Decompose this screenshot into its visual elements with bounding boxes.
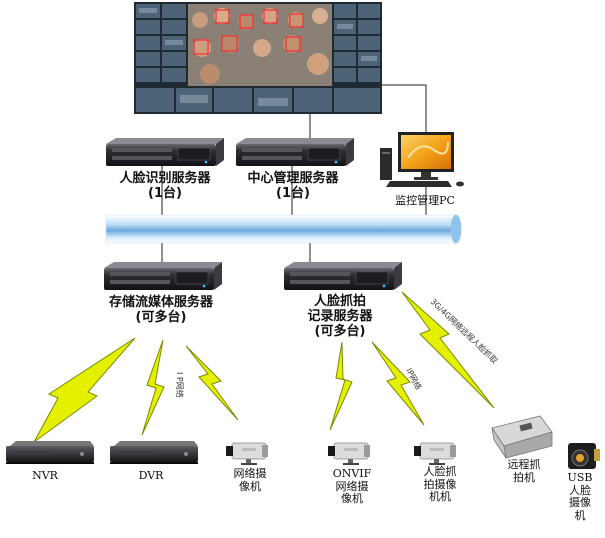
crowd-faces: [192, 8, 329, 84]
onvif-camera-label-1: ONVIF: [332, 467, 372, 480]
network-backbone: [105, 214, 462, 244]
network-camera-label: 网络摄 像机: [220, 467, 280, 493]
usb-face-camera: [568, 443, 600, 469]
face-capture-record-server-label: 人脸抓拍 记录服务器 (可多台): [280, 294, 400, 340]
video-wall: [134, 2, 382, 114]
center-management-server-label: 中心管理服务器 (1台): [228, 171, 358, 202]
lightning-capture-remote: [401, 291, 495, 409]
center-management-server-count: (1台): [276, 185, 310, 201]
face-capture-record-server-name-1: 人脸抓拍: [313, 294, 366, 309]
nvr-device: [6, 441, 94, 464]
dvr-label: DVR: [138, 469, 164, 482]
face-recognition-server: [105, 137, 225, 167]
onvif-camera-label-3: 像机: [341, 492, 363, 506]
usb-camera-label-2: 人脸: [569, 483, 591, 497]
monitoring-pc: [380, 132, 464, 187]
remote-capture-label-1: 远程抓: [507, 458, 541, 471]
network-camera-label-1: 网络摄: [233, 467, 267, 480]
usb-camera-label-3: 摄像: [569, 496, 591, 510]
face-capture-camera-label: 人脸抓 拍摄像 机机: [410, 465, 470, 504]
face-capture-camera-icon: [413, 442, 457, 466]
usb-camera-label-4: 机: [574, 508, 586, 522]
storage-streaming-server: [103, 261, 223, 291]
storage-streaming-server-name: 存储流媒体服务器: [108, 295, 213, 310]
face-detection-boxes: [193, 9, 304, 55]
center-management-server-name: 中心管理服务器: [247, 171, 339, 186]
center-management-server: [235, 137, 355, 167]
remote-capture-device: [491, 415, 553, 459]
connection-lines: [161, 84, 427, 262]
lightning-storage-camera: [185, 345, 239, 421]
onvif-camera-icon: [327, 442, 371, 466]
ip-network-label-1: I P网络: [175, 372, 185, 398]
face-capture-record-server-count: (可多台): [314, 323, 366, 339]
wireless-links: [33, 291, 495, 443]
storage-streaming-server-count: (可多台): [135, 309, 187, 325]
network-camera-label-2: 像机: [239, 479, 261, 493]
face-capture-camera-label-1: 人脸抓: [423, 465, 457, 478]
face-capture-record-server-name-2: 记录服务器: [307, 308, 373, 324]
face-recognition-server-name: 人脸识别服务器: [119, 171, 211, 186]
lightning-storage-dvr: [141, 339, 165, 436]
onvif-camera-label-2: 网络摄: [335, 479, 369, 493]
lightning-capture-onvif: [329, 341, 353, 431]
storage-streaming-server-label: 存储流媒体服务器 (可多台): [96, 295, 226, 326]
face-capture-camera-label-3: 机机: [429, 490, 451, 504]
face-recognition-server-label: 人脸识别服务器 (1台): [100, 171, 230, 202]
face-capture-camera-label-2: 拍摄像: [423, 477, 457, 491]
face-recognition-server-count: (1台): [148, 185, 182, 201]
monitoring-pc-label: 监控管理PC: [395, 194, 455, 207]
nvr-label: NVR: [32, 469, 58, 482]
dvr-device: [110, 441, 198, 464]
usb-camera-label: USB 人脸 摄像 机: [558, 471, 602, 523]
face-capture-record-server: [283, 261, 403, 291]
lightning-storage-nvr: [33, 337, 136, 443]
usb-camera-label-1: USB: [567, 471, 593, 484]
lightning-capture-face-cam: [371, 341, 425, 426]
onvif-camera-label: ONVIF 网络摄 像机: [322, 467, 382, 506]
remote-capture-label: 远程抓 拍机: [496, 458, 552, 484]
remote-capture-label-2: 拍机: [513, 470, 535, 484]
network-camera-icon: [225, 442, 269, 466]
